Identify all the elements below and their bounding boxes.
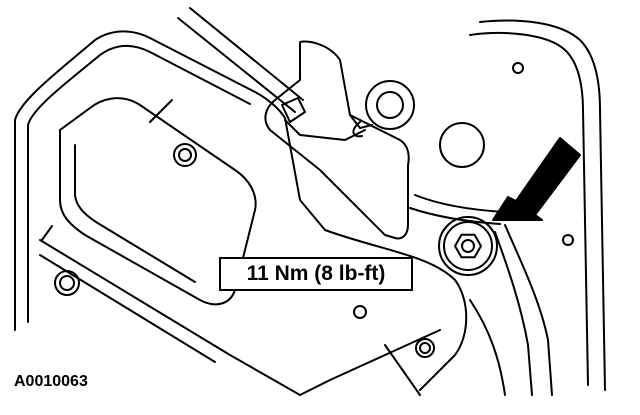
torque-callout: 11 Nm (8 lb-ft) [219, 257, 413, 291]
arrow-pointer-icon [493, 138, 580, 220]
right-trim-panel [480, 21, 605, 390]
lower-panel-edge [40, 240, 300, 395]
reinforcement-line [415, 195, 505, 212]
lower-panel-edge-3 [300, 330, 440, 395]
access-hole-large [440, 123, 484, 167]
access-hole-right [563, 235, 573, 245]
round-grommet [366, 81, 414, 129]
outer-panel-inner-edge [28, 46, 250, 322]
outer-panel [15, 31, 466, 390]
slot-lower [42, 226, 52, 240]
access-hole-small [513, 63, 523, 73]
right-trim-panel-inner [470, 33, 588, 385]
boss-left-upper [174, 144, 196, 166]
panel-recess [60, 98, 256, 304]
figure-id: A0010063 [14, 373, 88, 390]
latch-bracket [265, 42, 408, 239]
hex-bolt-icon [439, 217, 497, 275]
panel-recess-lip [75, 145, 195, 282]
access-hole-bottom [354, 306, 366, 318]
boss-left-lower [55, 271, 79, 295]
boss-bottom [416, 339, 434, 357]
right-trim-panel-edge [505, 225, 552, 395]
grommet-tab [353, 122, 362, 136]
slot-upper [150, 100, 172, 122]
tool-handle [178, 8, 303, 112]
lower-right-ribs [385, 300, 505, 395]
right-trim-panel-edge-2 [495, 232, 532, 395]
latch-bracket-edge [350, 115, 372, 128]
lower-panel-edge-2 [40, 255, 215, 362]
